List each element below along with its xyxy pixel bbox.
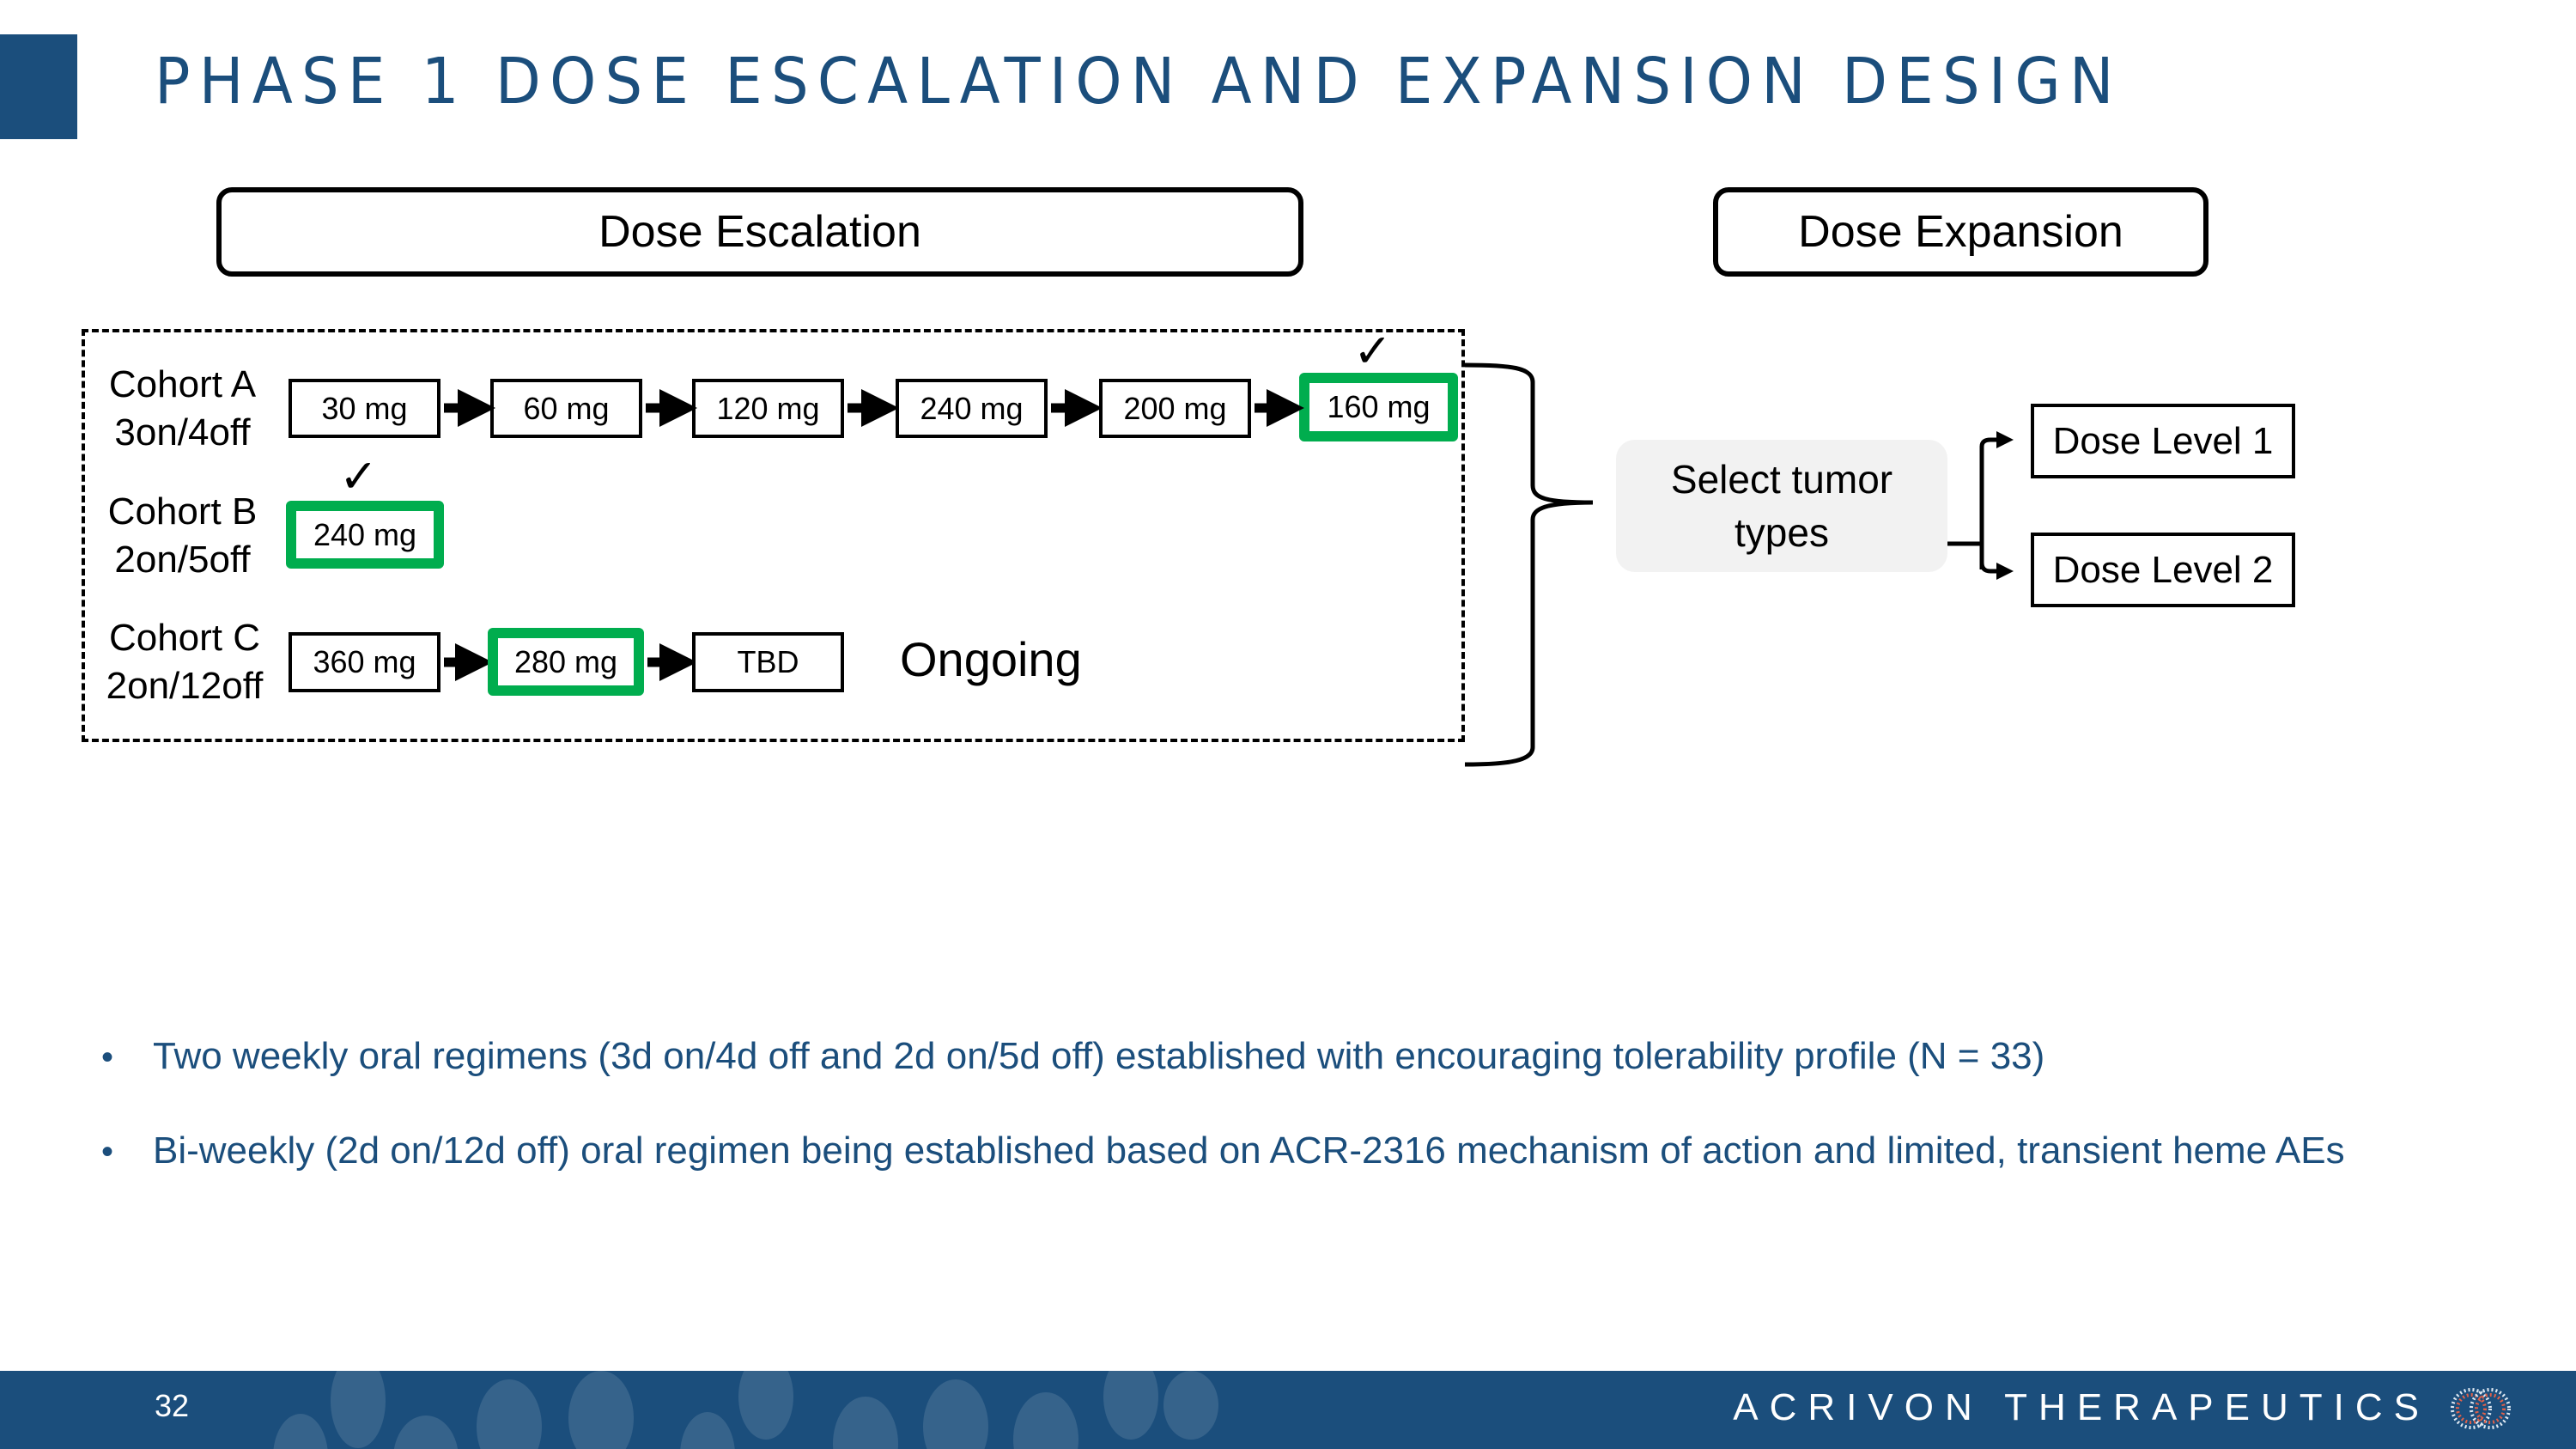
acrivon-logo-icon	[2451, 1388, 2511, 1429]
decor-bubble	[331, 1371, 386, 1448]
cohort-b-name: Cohort B	[107, 490, 258, 533]
dose-label: 240 mg	[313, 516, 417, 552]
footer-bar: 32 ACRIVON THERAPEUTICS	[0, 1371, 2576, 1449]
cohort-c-label: Cohort C 2on/12off	[94, 614, 275, 710]
dose-level-1-label: Dose Level 1	[2052, 419, 2274, 462]
dose-label: 30 mg	[321, 390, 408, 426]
dose-label: 120 mg	[716, 390, 820, 426]
cohort-a-dose-120mg: 120 mg	[692, 379, 844, 438]
cohort-a-dose-60mg: 60 mg	[490, 379, 642, 438]
check-icon: ✓	[339, 449, 379, 503]
bullet-item: • Bi-weekly (2d on/12d off) oral regimen…	[101, 1129, 2523, 1224]
select-line-2: types	[1735, 510, 1829, 555]
decor-bubble	[273, 1414, 328, 1449]
branch-connector	[1947, 431, 2014, 580]
dose-label: 280 mg	[513, 643, 618, 679]
dose-level-2-box: Dose Level 2	[2031, 533, 2295, 607]
dose-escalation-header: Dose Escalation	[216, 187, 1303, 277]
decor-bubble	[738, 1371, 793, 1440]
cohort-c-name: Cohort C	[108, 617, 261, 659]
dose-expansion-label: Dose Expansion	[1798, 207, 2123, 257]
cohort-c-dose-tbd: TBD	[692, 632, 844, 692]
bullet-list: • Two weekly oral regimens (3d on/4d off…	[101, 1035, 2523, 1224]
cohort-b-schedule: 2on/5off	[114, 539, 251, 581]
decor-bubble	[1103, 1371, 1158, 1440]
decor-bubble	[568, 1371, 634, 1449]
bullet-icon: •	[101, 1133, 114, 1171]
dose-expansion-header: Dose Expansion	[1713, 187, 2208, 277]
bullet-icon: •	[101, 1038, 114, 1076]
cohort-c-dose-360mg: 360 mg	[289, 632, 440, 692]
cohort-b-label: Cohort B 2on/5off	[94, 488, 270, 584]
cohort-b-dose-240mg-selected: 240 mg	[286, 501, 444, 569]
brace-icon	[1464, 362, 1594, 767]
bullet-text: Two weekly oral regimens (3d on/4d off a…	[153, 1035, 2045, 1077]
cohort-a-dose-30mg: 30 mg	[289, 379, 440, 438]
cohort-a-dose-240mg: 240 mg	[896, 379, 1048, 438]
title-accent-bar	[0, 34, 77, 139]
page-title: PHASE 1 DOSE ESCALATION AND EXPANSION DE…	[155, 45, 2123, 119]
dose-label: 200 mg	[1123, 390, 1227, 426]
check-icon: ✓	[1353, 324, 1393, 378]
dose-label: 240 mg	[920, 390, 1024, 426]
dose-level-1-box: Dose Level 1	[2031, 404, 2295, 478]
dose-label: 160 mg	[1327, 389, 1431, 424]
page-number: 32	[155, 1388, 190, 1423]
select-tumor-types-box: Select tumor types	[1616, 440, 1947, 572]
cohort-a-name: Cohort A	[108, 363, 257, 405]
cohort-c-status: Ongoing	[900, 632, 1082, 686]
decor-bubble	[393, 1416, 459, 1449]
decor-bubble	[1163, 1371, 1218, 1440]
dose-label: 60 mg	[523, 390, 610, 426]
cohort-c-dose-280mg-selected: 280 mg	[488, 628, 644, 696]
decor-bubble	[1013, 1392, 1078, 1449]
escalation-container	[82, 329, 1465, 742]
cohort-a-dose-200mg: 200 mg	[1099, 379, 1251, 438]
bullet-text: Bi-weekly (2d on/12d off) oral regimen b…	[153, 1129, 2345, 1172]
decor-bubble	[477, 1379, 542, 1449]
cohort-a-label: Cohort A 3on/4off	[94, 361, 270, 457]
decor-bubble	[923, 1379, 988, 1449]
decor-bubble	[680, 1412, 735, 1449]
bullet-item: • Two weekly oral regimens (3d on/4d off…	[101, 1035, 2523, 1129]
cohort-c-schedule: 2on/12off	[106, 665, 264, 707]
dose-label: 360 mg	[313, 644, 416, 679]
cohort-a-dose-160mg-selected: 160 mg	[1299, 373, 1458, 441]
cohort-a-schedule: 3on/4off	[114, 411, 251, 454]
company-name: ACRIVON THERAPEUTICS	[1733, 1386, 2430, 1428]
dose-level-2-label: Dose Level 2	[2052, 548, 2274, 591]
decor-bubble	[833, 1397, 898, 1449]
arrow-right-icon	[444, 389, 1304, 681]
dose-label: TBD	[737, 644, 799, 679]
dose-escalation-label: Dose Escalation	[598, 207, 921, 257]
select-line-1: Select tumor	[1670, 457, 1893, 502]
